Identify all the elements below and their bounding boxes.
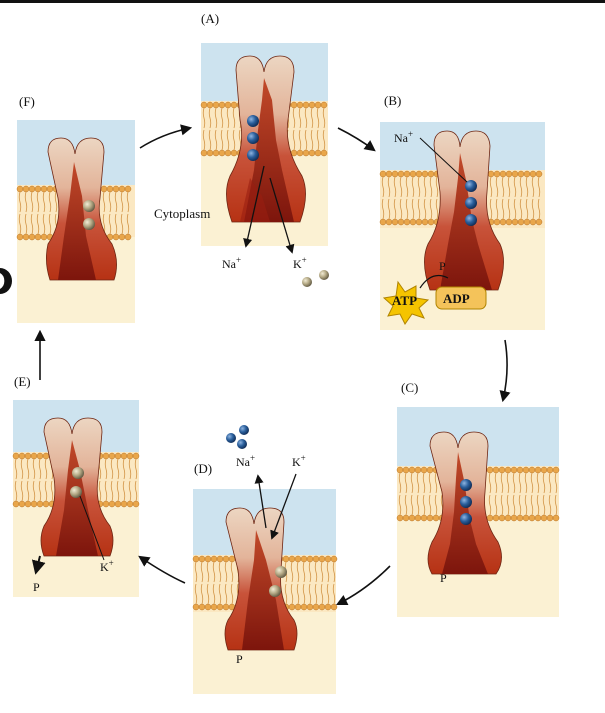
sodium-ion <box>460 513 472 525</box>
sodium-ion <box>226 433 236 443</box>
panel-label-e: (E) <box>14 374 31 389</box>
panel-label-c: (C) <box>401 380 418 395</box>
sodium-ion <box>237 439 247 449</box>
panel-e: (E) P K+ <box>13 374 139 597</box>
arrow-c-to-d <box>338 566 390 604</box>
sodium-ion <box>465 214 477 226</box>
panel-label-d: (D) <box>194 461 212 476</box>
na-label: Na+ <box>222 255 241 271</box>
sodium-ion <box>239 425 249 435</box>
phosphate-label: P <box>236 652 243 666</box>
potassium-ion <box>83 200 95 212</box>
phosphate-label: P <box>439 259 446 273</box>
panel-b: (B) Na+ ATP ADP P <box>380 93 545 330</box>
sodium-ion <box>465 197 477 209</box>
potassium-ion <box>302 277 312 287</box>
panel-label-f: (F) <box>19 94 35 109</box>
potassium-ion <box>319 270 329 280</box>
arrow-f-to-a <box>140 128 190 148</box>
adp-label: ADP <box>443 291 470 306</box>
sodium-ion <box>247 149 259 161</box>
potassium-ion <box>269 585 281 597</box>
panel-d: (D) Na+ K+ P <box>193 425 337 694</box>
arrow-d-to-e <box>140 557 185 583</box>
panel-label-b: (B) <box>384 93 401 108</box>
na-label: Na+ <box>236 453 255 469</box>
panel-a: (A) Cytoplasm Na+ K+ <box>154 11 329 287</box>
potassium-ion <box>72 467 84 479</box>
phosphate-label: P <box>440 571 447 585</box>
top-border-line <box>0 0 605 3</box>
cytoplasm-label: Cytoplasm <box>154 206 210 221</box>
sodium-ion <box>247 115 259 127</box>
potassium-ion <box>83 218 95 230</box>
panel-label-a: (A) <box>201 11 219 26</box>
atp-label: ATP <box>392 293 417 308</box>
edge-fragment <box>0 268 12 294</box>
panel-c: (C) P <box>397 380 559 617</box>
sodium-ion <box>460 496 472 508</box>
panel-f: (F) <box>17 94 135 323</box>
sodium-ion <box>460 479 472 491</box>
k-label: K+ <box>292 453 306 469</box>
k-label: K+ <box>293 255 307 271</box>
arrow-b-to-c <box>503 340 507 400</box>
phosphate-label: P <box>33 580 40 594</box>
sodium-ion <box>247 132 259 144</box>
potassium-ion <box>275 566 287 578</box>
arrow-a-to-b <box>338 128 374 150</box>
